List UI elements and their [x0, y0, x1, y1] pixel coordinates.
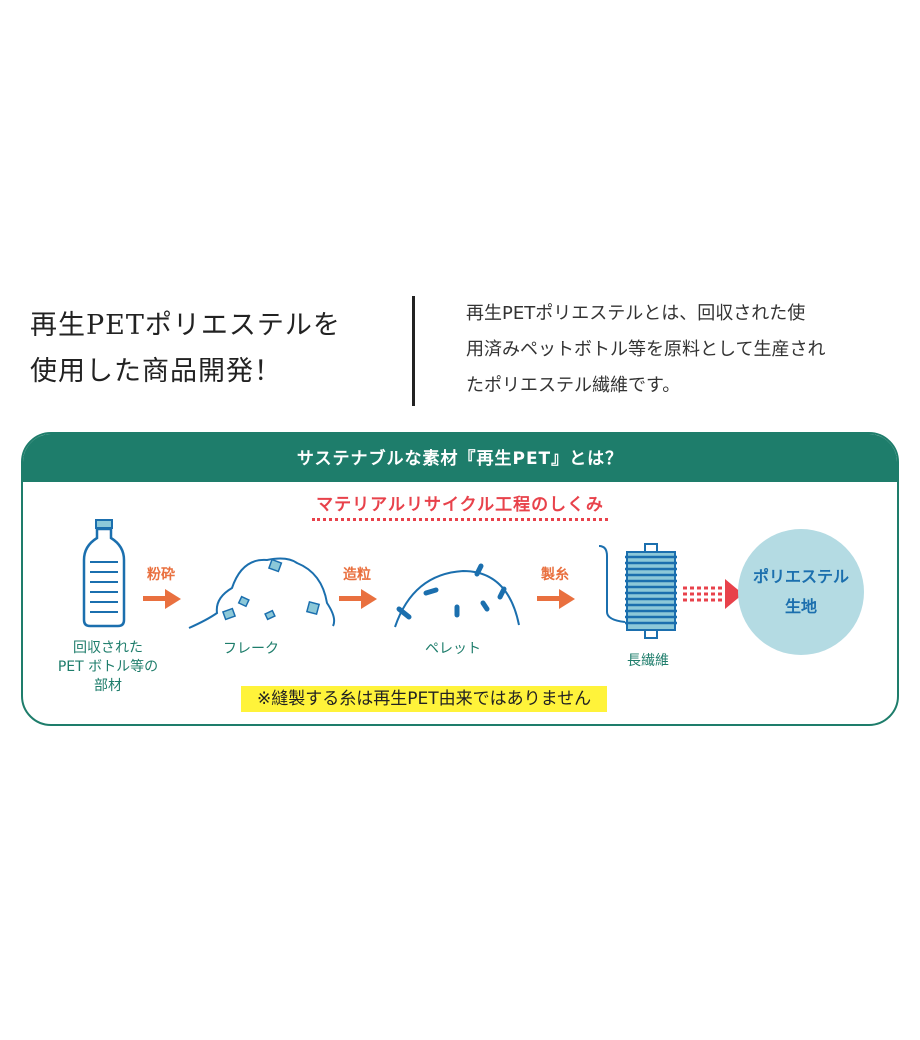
dotted-arrow-icon: [683, 579, 743, 609]
spool-icon: [598, 543, 677, 639]
step-crush: 粉砕: [147, 567, 175, 583]
description-line: たポリエステル繊維です。: [466, 375, 681, 396]
bottle-label: 回収された PET ボトル等の 部材: [53, 639, 163, 696]
label-line: PET ボトル等の: [57, 659, 159, 675]
pellet-icon: [394, 563, 520, 628]
note: ※縫製する糸は再生PET由来ではありません: [241, 686, 608, 712]
arrow-right-icon: [339, 589, 377, 609]
polyester-fabric-circle: ポリエステル 生地: [738, 529, 864, 655]
step-spin: 製糸: [541, 567, 569, 583]
flake-label: フレーク: [223, 641, 279, 657]
page-heading: 再生PETポリエステルを 使用した商品開発！: [30, 303, 341, 395]
arrow-right-icon: [537, 589, 575, 609]
result-line: 生地: [784, 597, 817, 616]
arrow-right-icon: [143, 589, 181, 609]
description: 再生PETポリエステルとは、回収された使 用済みペットボトル等を原料として生産さ…: [466, 296, 906, 404]
result-line: ポリエステル: [752, 567, 849, 586]
label-line: 回収された: [73, 640, 143, 656]
step-granulate: 造粒: [343, 567, 371, 583]
fiber-label: 長繊維: [627, 653, 669, 669]
heading-line: 再生PETポリエステルを: [30, 310, 341, 341]
label-line: 部材: [94, 678, 122, 694]
pellet-label: ペレット: [425, 641, 481, 657]
heading-line: 使用した商品開発！: [30, 356, 282, 387]
flake-icon: [188, 557, 336, 629]
diagram-subtitle: マテリアルリサイクル工程のしくみ: [23, 490, 897, 521]
divider: [412, 296, 415, 406]
bottle-icon: [82, 519, 126, 628]
description-line: 用済みペットボトル等を原料として生産され: [466, 339, 826, 360]
description-line: 再生PETポリエステルとは、回収された使: [466, 303, 806, 324]
subtitle-text: マテリアルリサイクル工程のしくみ: [312, 495, 608, 521]
recycle-diagram: サステナブルな素材『再生PET』とは？ マテリアルリサイクル工程のしくみ 回収さ…: [21, 432, 899, 726]
diagram-title: サステナブルな素材『再生PET』とは？: [23, 434, 897, 482]
